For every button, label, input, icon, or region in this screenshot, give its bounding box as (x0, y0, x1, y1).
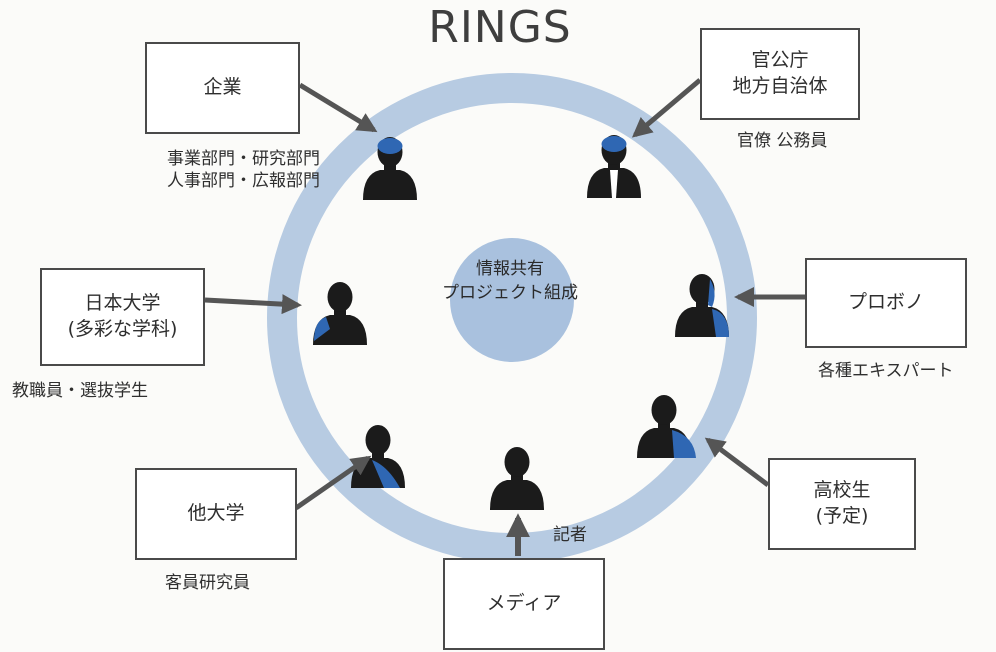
arrow-icon (294, 455, 372, 511)
arrow-icon (204, 294, 302, 315)
person-kankocho-icon (587, 135, 641, 198)
node-probono-box: プロボノ (805, 258, 967, 348)
node-media-label: メディア (486, 592, 562, 615)
node-kankocho-label-1: 官公庁 (751, 49, 809, 72)
person-other-univ-icon (351, 425, 405, 488)
node-other-univ-box: 他大学 (135, 468, 297, 560)
node-kigyo-sub: 事業部門・研究部門 人事部門・広報部門 (110, 148, 320, 192)
node-nihon-univ-sub: 教職員・選抜学生 (12, 381, 148, 401)
outer-ring (267, 73, 757, 563)
center-circle (450, 238, 574, 362)
node-kigyo-sub-2: 人事部門・広報部門 (167, 171, 320, 192)
node-highschool-label-1: 高校生 (813, 479, 871, 502)
arrow-icon (631, 78, 702, 138)
node-media-box: メディア (443, 558, 605, 650)
node-highschool-label-2: (予定) (815, 505, 869, 527)
node-media-sub: 記者 (553, 525, 587, 545)
node-kankocho-sub: 官僚 公務員 (737, 131, 828, 151)
node-kankocho-label-2: 地方自治体 (732, 75, 828, 97)
center-line-2: プロジェクト組成 (442, 282, 578, 303)
center-label: 情報共有 プロジェクト組成 (415, 258, 605, 306)
arrow-icon (298, 82, 378, 133)
person-nihon-univ-icon (313, 282, 367, 345)
node-other-univ-sub: 客員研究員 (165, 573, 250, 593)
node-kigyo-sub-1: 事業部門・研究部門 (167, 149, 320, 169)
node-nihon-univ-label-1: 日本大学 (84, 292, 161, 315)
node-kigyo-box: 企業 (145, 42, 300, 134)
node-kankocho-box: 官公庁 地方自治体 (700, 28, 860, 120)
node-nihon-univ-label-2: (多彩な学科) (67, 318, 178, 340)
node-probono-sub: 各種エキスパート (818, 361, 954, 381)
arrow-icon (704, 437, 770, 487)
node-highschool-box: 高校生 (予定) (768, 458, 916, 550)
person-media-icon (490, 447, 544, 510)
person-probono-icon (675, 274, 729, 337)
person-highschool-icon (637, 395, 696, 458)
diagram-title: RINGS (428, 2, 572, 53)
node-nihon-univ-box: 日本大学 (多彩な学科) (40, 268, 205, 366)
person-kigyo-icon (363, 137, 417, 200)
node-other-univ-label: 他大学 (187, 502, 245, 525)
node-kigyo-label: 企業 (203, 76, 242, 99)
node-probono-label: プロボノ (847, 291, 924, 314)
center-line-1: 情報共有 (476, 259, 544, 279)
